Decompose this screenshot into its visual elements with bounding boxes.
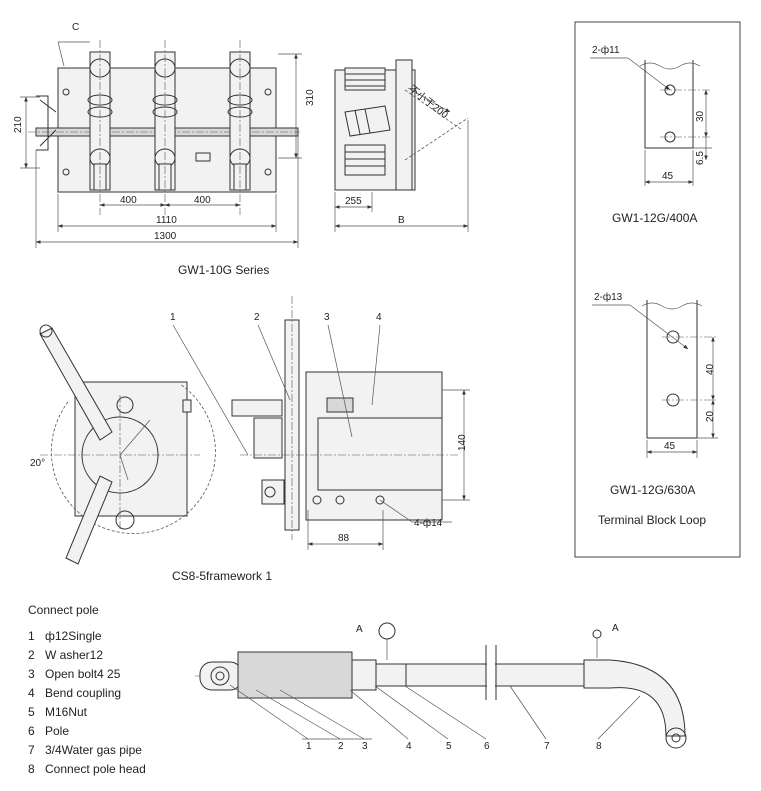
legend-item-num: 5: [28, 705, 35, 719]
pole-callout-7: 7: [544, 741, 550, 752]
callout-4: 4: [376, 312, 382, 323]
legend-item: 5 M16Nut: [28, 703, 228, 722]
legend-item-text: Bend coupling: [45, 686, 122, 700]
legend-item-num: 3: [28, 667, 35, 681]
dim-b: B: [398, 215, 405, 226]
caption-630a: GW1-12G/630A: [610, 483, 695, 497]
legend-item-text: 3/4Water gas pipe: [45, 743, 142, 757]
legend-item-text: W asher12: [45, 648, 104, 662]
side-view: 不小于200 255 B: [334, 59, 469, 232]
callout-1: 1: [170, 312, 176, 323]
legend-item-num: 6: [28, 724, 35, 738]
callout-3: 3: [324, 312, 330, 323]
legend-item: 2 W asher12: [28, 646, 228, 665]
operating-bracket: [36, 95, 57, 151]
legend-item-text: ф12Single: [45, 629, 102, 643]
dim-45-630a: 45: [664, 441, 676, 452]
mechanism-front-view: 20°: [30, 324, 216, 565]
legend-item: 3 Open bolt4 25: [28, 665, 228, 684]
hole-label-630a: 2-ф13: [594, 291, 623, 303]
terminal-box-caption: Terminal Block Loop: [598, 513, 706, 527]
pole-callout-5: 5: [446, 741, 452, 752]
pole-callout-2: 2: [338, 741, 344, 752]
dim-6-5: 6.5: [695, 151, 706, 165]
pole-callout-1: 1: [306, 741, 312, 752]
dim-88: 88: [338, 533, 350, 544]
terminal-400a: 2-ф11 30 6.5 45 GW1-12G/400A: [590, 44, 712, 225]
section-mark-left: A: [356, 624, 363, 635]
mechanism-side-view: 1 2 3 4 140 88 4-ф14: [170, 296, 470, 550]
caption-cs8-5: CS8-5framework 1: [172, 569, 272, 583]
connect-pole-legend: Connect pole 1 ф12Single 2 W asher12 3 Open…: [28, 603, 228, 779]
caption-gw1-10g: GW1-10G Series: [178, 263, 269, 277]
upper-insulator: [344, 67, 386, 91]
dim-40: 40: [705, 363, 716, 375]
legend-item-text: Pole: [45, 724, 70, 738]
dim-400-right: 400: [194, 195, 211, 206]
legend-item-num: 1: [28, 629, 35, 643]
dim-45-400a: 45: [662, 171, 674, 182]
legend-item-text: Connect pole head: [45, 762, 146, 776]
caption-400a: GW1-12G/400A: [612, 211, 697, 225]
legend-item-num: 7: [28, 743, 35, 757]
legend-item: 8 Connect pole head: [28, 760, 228, 779]
legend-item: 4 Bend coupling: [28, 684, 228, 703]
dim-140: 140: [457, 434, 468, 451]
dim-310: 310: [305, 89, 316, 106]
legend-item: 7 3/4Water gas pipe: [28, 741, 228, 760]
pole-callout-4: 4: [406, 741, 412, 752]
legend-item-num: 8: [28, 762, 35, 776]
connect-pole-drawing: A A 1 2 3 4 5 6 7 8: [195, 622, 687, 752]
dim-400-left: 400: [120, 195, 137, 206]
dim-1110: 1110: [156, 215, 177, 226]
pole-head: [583, 659, 686, 737]
lower-insulator: [344, 144, 386, 176]
legend-item: 6 Pole: [28, 722, 228, 741]
legend-item-num: 4: [28, 686, 35, 700]
pole-callout-6: 6: [484, 741, 490, 752]
dim-1300: 1300: [154, 231, 177, 242]
legend-item-text: Open bolt4 25: [45, 667, 121, 681]
dim-255: 255: [345, 196, 362, 207]
legend-item-text: M16Nut: [45, 705, 88, 719]
blade-insulator: [344, 105, 391, 137]
hole-label-4-phi14: 4-ф14: [414, 517, 443, 529]
pole-callout-3: 3: [362, 741, 368, 752]
terminal-block-box: 2-ф11 30 6.5 45 GW1-12G/400A 2-ф13 40: [574, 21, 741, 558]
top-view-gw1-10g: C 210 310 400 400 1110 1300 GW1-10G Seri…: [13, 22, 316, 277]
dim-20: 20: [705, 410, 716, 422]
angle-20: 20°: [30, 458, 45, 469]
legend-title: Connect pole: [28, 603, 99, 617]
dim-30: 30: [695, 110, 706, 122]
legend-item: 1 ф12Single: [28, 627, 228, 646]
cs8-5-framework: 20° 1 2 3 4: [30, 296, 470, 583]
section-mark-right: A: [612, 623, 619, 634]
pole-body: [237, 651, 353, 699]
dim-210: 210: [13, 116, 24, 133]
terminal-630a: 2-ф13 40 20 45 GW1-12G/630A: [592, 291, 718, 497]
hole-label-400a: 2-ф11: [592, 44, 620, 56]
legend-item-num: 2: [28, 648, 35, 662]
label-c: C: [72, 22, 79, 33]
callout-2: 2: [254, 312, 260, 323]
pole-callout-8: 8: [596, 741, 602, 752]
